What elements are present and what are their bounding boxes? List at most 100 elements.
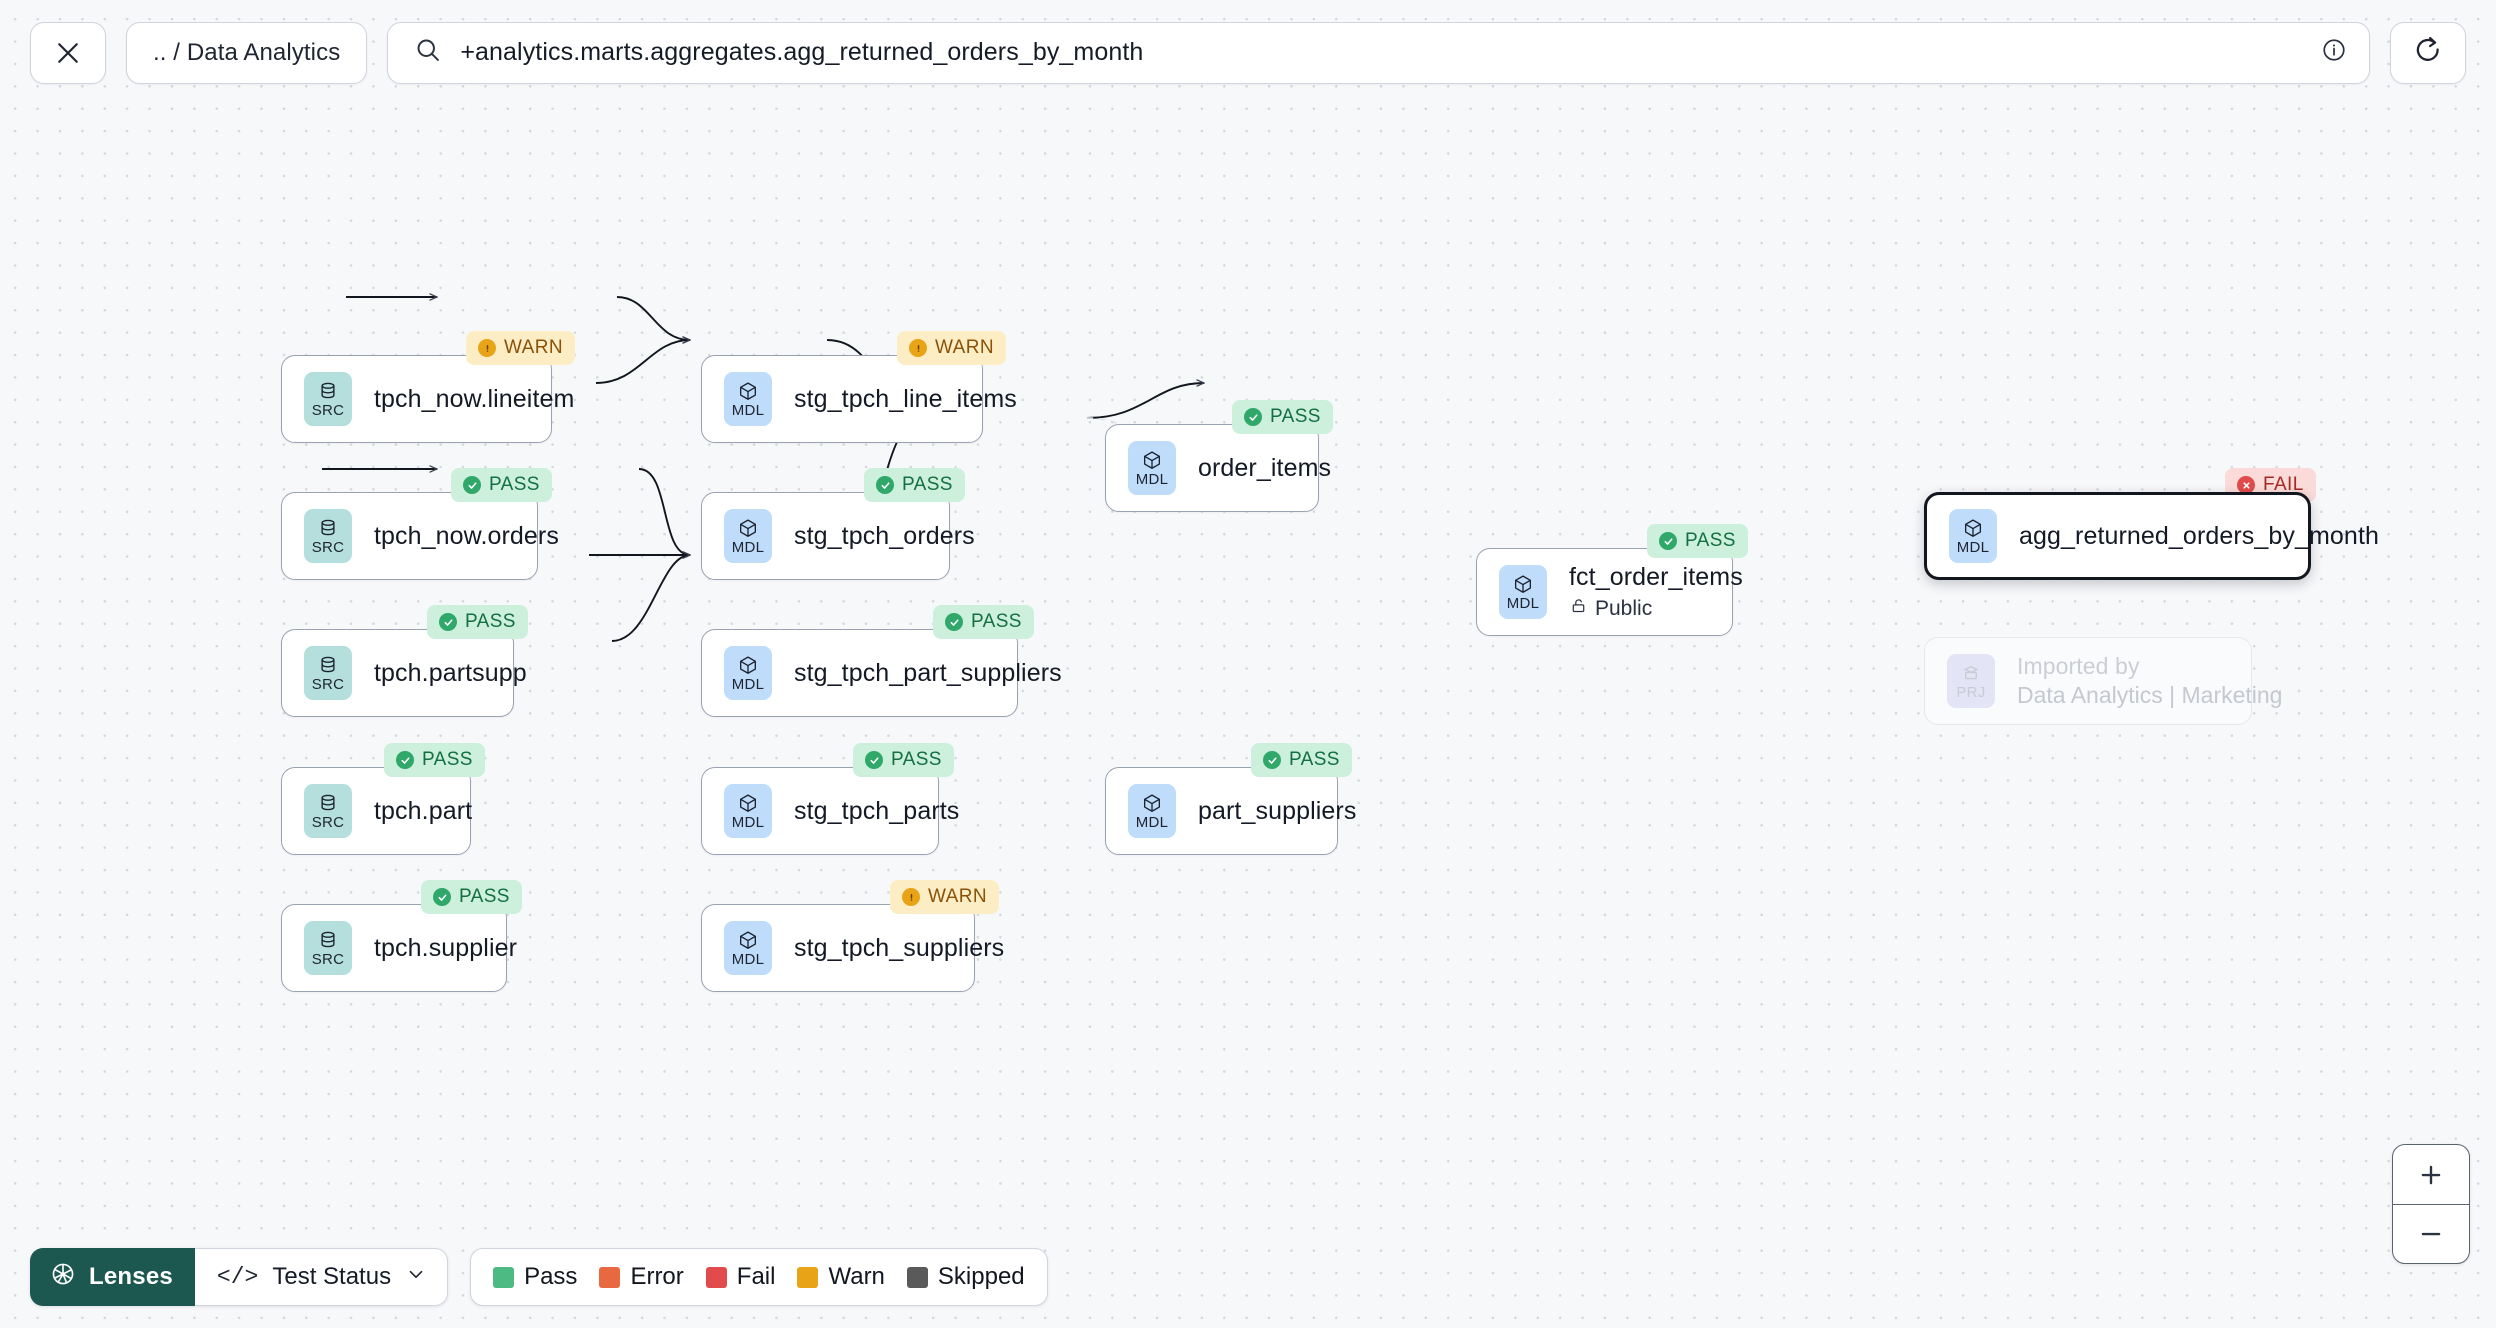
status-badge-pass[interactable]: PASS	[451, 468, 552, 502]
status-dot-icon	[433, 888, 451, 906]
database-icon	[317, 654, 339, 676]
lens-select[interactable]: </> Test Status	[194, 1248, 449, 1306]
search-input[interactable]: +analytics.marts.aggregates.agg_returned…	[460, 38, 1144, 66]
status-badge-pass[interactable]: PASS	[421, 880, 522, 914]
lineage-node-tpch_now_orders[interactable]: SRC tpch_now.orders	[281, 492, 559, 580]
node-body: Imported by Data Analytics | Marketing	[2017, 653, 2282, 709]
legend-item-warn[interactable]: Warn	[797, 1263, 885, 1291]
status-badge-warn[interactable]: WARN	[897, 331, 1006, 365]
legend-item-skipped[interactable]: Skipped	[906, 1263, 1025, 1291]
status-badge-pass[interactable]: PASS	[864, 468, 965, 502]
status-badge-label: PASS	[465, 611, 516, 632]
status-badge-pass[interactable]: PASS	[933, 605, 1034, 639]
search-bar[interactable]: +analytics.marts.aggregates.agg_returned…	[387, 21, 2370, 84]
legend-swatch	[906, 1266, 928, 1288]
node-type-label: MDL	[731, 676, 765, 693]
status-dot-icon	[2237, 476, 2255, 494]
node-title: tpch_now.orders	[374, 521, 559, 550]
node-body: part_suppliers	[1198, 797, 1356, 826]
status-badge-pass[interactable]: PASS	[384, 743, 485, 777]
node-type-label: SRC	[311, 539, 345, 556]
close-button[interactable]	[30, 21, 106, 84]
lineage-node-order_items[interactable]: MDL order_items	[1105, 424, 1332, 512]
cube-icon	[1141, 792, 1163, 814]
node-type-badge-mdl: MDL	[724, 509, 772, 563]
legend-swatch	[599, 1266, 621, 1288]
status-badge-pass[interactable]: PASS	[1647, 524, 1748, 558]
legend-label: Pass	[524, 1263, 578, 1290]
lens-select-label: Test Status	[272, 1263, 392, 1290]
cube-icon	[737, 929, 759, 951]
status-badge-label: WARN	[504, 337, 563, 358]
lineage-node-part_suppliers[interactable]: MDL part_suppliers	[1105, 767, 1356, 855]
lock-open-icon	[1569, 596, 1588, 621]
node-title: tpch_now.lineitem	[374, 384, 575, 413]
status-badge-pass[interactable]: PASS	[1251, 743, 1352, 777]
node-body: stg_tpch_orders	[794, 522, 975, 551]
node-title: stg_tpch_line_items	[794, 384, 1017, 413]
node-type-badge-mdl: MDL	[724, 921, 772, 975]
lineage-node-agg_returned_orders_by_month[interactable]: MDL agg_returned_orders_by_month	[1924, 492, 2379, 580]
node-type-badge-src: SRC	[304, 921, 352, 975]
node-body: tpch.supplier	[374, 933, 518, 963]
status-dot-icon	[396, 751, 414, 769]
node-type-label: MDL	[1956, 539, 1990, 556]
top-toolbar: .. / Data Analytics +analytics.marts.agg…	[0, 0, 2496, 105]
node-title: tpch.partsupp	[374, 658, 527, 687]
lineage-node-tpch_supplier[interactable]: SRC tpch.supplier	[281, 904, 518, 992]
status-badge-pass[interactable]: PASS	[1232, 400, 1333, 434]
legend-item-pass[interactable]: Pass	[493, 1263, 577, 1291]
status-dot-icon	[865, 751, 883, 769]
zoom-in-button[interactable]	[2393, 1145, 2469, 1204]
zoom-out-button[interactable]	[2393, 1204, 2469, 1263]
database-icon	[317, 380, 339, 402]
status-badge-pass[interactable]: PASS	[853, 743, 954, 777]
close-icon	[53, 38, 83, 68]
legend-item-fail[interactable]: Fail	[705, 1263, 776, 1291]
plus-icon	[2416, 1160, 2446, 1190]
status-badge-warn[interactable]: WARN	[890, 880, 999, 914]
legend-item-error[interactable]: Error	[599, 1263, 684, 1291]
status-badge-label: PASS	[902, 474, 953, 495]
status-badge-label: FAIL	[2263, 474, 2304, 495]
node-title: Imported by	[2017, 653, 2140, 679]
cube-icon	[1962, 517, 1984, 539]
status-badge-warn[interactable]: WARN	[466, 331, 575, 365]
node-type-label: MDL	[1135, 471, 1169, 488]
lenses-button[interactable]: Lenses	[30, 1248, 195, 1306]
breadcrumb[interactable]: .. / Data Analytics	[126, 21, 368, 84]
node-subtitle: Data Analytics | Marketing	[2017, 682, 2282, 709]
zoom-controls	[2392, 1144, 2470, 1264]
status-badge-label: WARN	[935, 337, 994, 358]
info-icon[interactable]	[2321, 37, 2347, 68]
node-title: tpch.supplier	[374, 933, 518, 962]
breadcrumb-label: .. / Data Analytics	[153, 38, 341, 66]
status-dot-icon	[463, 476, 481, 494]
status-badge-label: PASS	[422, 749, 473, 770]
node-type-badge-mdl: MDL	[724, 784, 772, 838]
node-type-badge-mdl: MDL	[1128, 784, 1176, 838]
status-dot-icon	[1659, 532, 1677, 550]
node-type-label: MDL	[731, 814, 765, 831]
node-body: tpch_now.orders	[374, 521, 559, 551]
node-title: order_items	[1198, 453, 1332, 482]
project-icon	[1960, 662, 1982, 684]
node-body: stg_tpch_line_items	[794, 384, 1017, 414]
lineage-node-stg_tpch_orders[interactable]: MDL stg_tpch_orders	[701, 492, 975, 580]
status-badge-pass[interactable]: PASS	[427, 605, 528, 639]
legend-label: Fail	[736, 1263, 776, 1290]
refresh-button[interactable]	[2390, 21, 2466, 84]
status-badge-label: PASS	[891, 749, 942, 770]
node-title: agg_returned_orders_by_month	[2019, 521, 2379, 550]
node-type-label: MDL	[731, 951, 765, 968]
